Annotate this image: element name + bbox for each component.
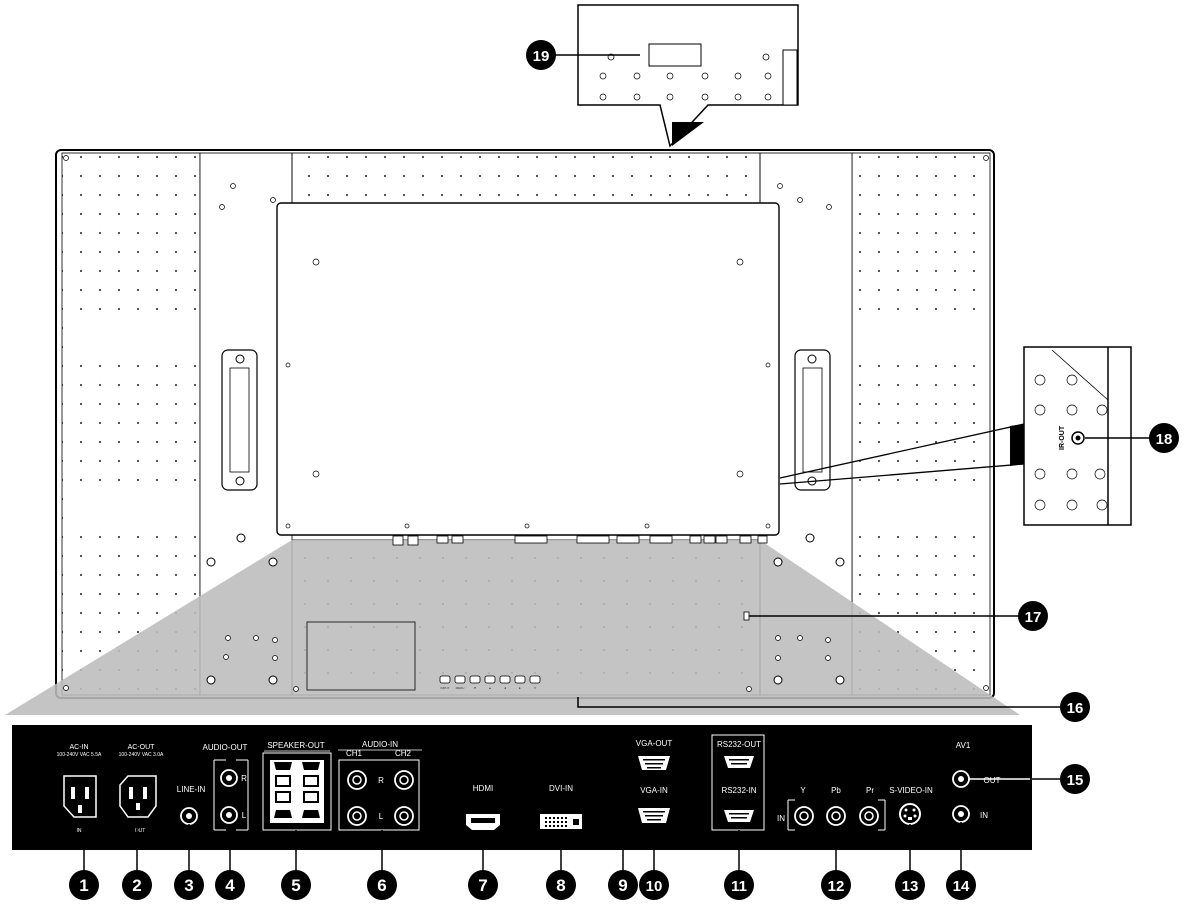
svg-text:19: 19 [533, 48, 550, 65]
callout-8: 8 [546, 870, 576, 900]
callout-12: 12 [821, 870, 851, 900]
component-in-label: IN [777, 814, 785, 823]
callout-4: 4 [215, 870, 245, 900]
av1-label: AV1 [956, 741, 971, 750]
callout-5: 5 [281, 870, 311, 900]
dvi-in-label: DVI-IN [549, 784, 573, 793]
callout-3: 3 [174, 870, 204, 900]
callout-14: 14 [946, 870, 976, 900]
callout-17: 17 [1018, 601, 1048, 631]
button-label-power: ⏻ [534, 686, 537, 690]
svg-text:10: 10 [646, 878, 663, 895]
audio-in-r-label: R [378, 776, 384, 785]
audio-out-label: AUDIO-OUT [203, 743, 248, 752]
callout-2: 2 [122, 870, 152, 900]
svg-text:7: 7 [478, 876, 487, 895]
ac-out-rating-label: 100-240V VAC 3.0A [119, 752, 164, 758]
leader-lines [83, 54, 1150, 872]
svg-text:2: 2 [132, 876, 141, 895]
button-label-input: INPUT [441, 686, 450, 690]
component-pb-label: Pb [831, 786, 841, 795]
front-button-labels: INPUT MENU ▼ ▲ ◄ ► ⏻ [441, 686, 537, 690]
callout-16: 16 [1060, 692, 1090, 722]
s-video-in-label: S-VIDEO-IN [889, 786, 933, 795]
svg-text:17: 17 [1025, 609, 1042, 626]
ac-in-rating-label: 100-240V VAC 5.5A [57, 752, 102, 758]
callout-1: 1 [69, 870, 99, 900]
audio-in-ch1-label: CH1 [346, 749, 363, 758]
rs232-in-label: RS232-IN [721, 786, 756, 795]
zoom-inset-top [577, 4, 799, 148]
ac-out-label: AC-OUT [128, 744, 156, 751]
svg-text:12: 12 [828, 878, 845, 895]
ac-in-label: AC-IN [69, 744, 88, 751]
callout-19: 19 [526, 40, 556, 70]
button-label-menu: MENU [456, 686, 465, 690]
component-y-label: Y [800, 786, 806, 795]
callout-9: 9 [608, 870, 638, 900]
svg-text:3: 3 [184, 876, 193, 895]
callout-13: 13 [895, 870, 925, 900]
button-label-down: ▼ [474, 686, 477, 690]
callout-6: 6 [367, 870, 397, 900]
callouts: 1 2 3 4 5 6 7 8 9 10 11 12 13 14 15 16 1… [69, 40, 1179, 900]
button-label-left: ◄ [504, 686, 507, 690]
svg-text:16: 16 [1067, 700, 1084, 717]
hdmi-label: HDMI [473, 784, 493, 793]
vga-out-label: VGA-OUT [636, 739, 673, 748]
connector-panel: AC-IN 100-240V VAC 5.5A IN AC-OUT 100-24… [12, 725, 1032, 850]
callout-15: 15 [1060, 764, 1090, 794]
svg-text:1: 1 [79, 876, 88, 895]
audio-in-label: AUDIO-IN [362, 740, 398, 749]
svg-text:13: 13 [902, 878, 919, 895]
audio-in-ch2-label: CH2 [395, 749, 412, 758]
callout-18: 18 [1149, 423, 1179, 453]
ac-in-small-label: IN [77, 828, 82, 834]
audio-in-l-label: L [379, 812, 384, 821]
callout-11: 11 [724, 870, 754, 900]
ac-out-small-label: OUT [135, 828, 146, 834]
av1-out-label: OUT [984, 776, 1001, 785]
svg-text:6: 6 [377, 876, 386, 895]
callout-7: 7 [468, 870, 498, 900]
zoom-inset-right: IR-OUT [779, 346, 1132, 526]
monitor-back-body: INPUT MENU ▼ ▲ ◄ ► ⏻ [5, 149, 1020, 715]
svg-text:15: 15 [1067, 772, 1084, 789]
line-in-label: LINE-IN [177, 785, 206, 794]
svg-text:11: 11 [731, 878, 747, 895]
svg-text:8: 8 [556, 876, 565, 895]
callout-10: 10 [639, 870, 669, 900]
button-label-up: ▲ [489, 686, 492, 690]
svg-text:4: 4 [225, 876, 235, 895]
component-pr-label: Pr [866, 786, 874, 795]
svg-text:9: 9 [618, 876, 627, 895]
av1-in-label: IN [980, 811, 988, 820]
rs232-out-label: RS232-OUT [717, 740, 761, 749]
ir-out-label: IR-OUT [1059, 425, 1066, 450]
audio-out-l-label: L [242, 811, 247, 820]
svg-text:18: 18 [1156, 431, 1173, 448]
button-label-right: ► [519, 686, 522, 690]
speaker-out-label: SPEAKER-OUT [267, 741, 324, 750]
vga-in-label: VGA-IN [640, 786, 668, 795]
svg-text:5: 5 [291, 876, 300, 895]
audio-out-r-label: R [241, 774, 247, 783]
svg-text:14: 14 [953, 878, 970, 895]
